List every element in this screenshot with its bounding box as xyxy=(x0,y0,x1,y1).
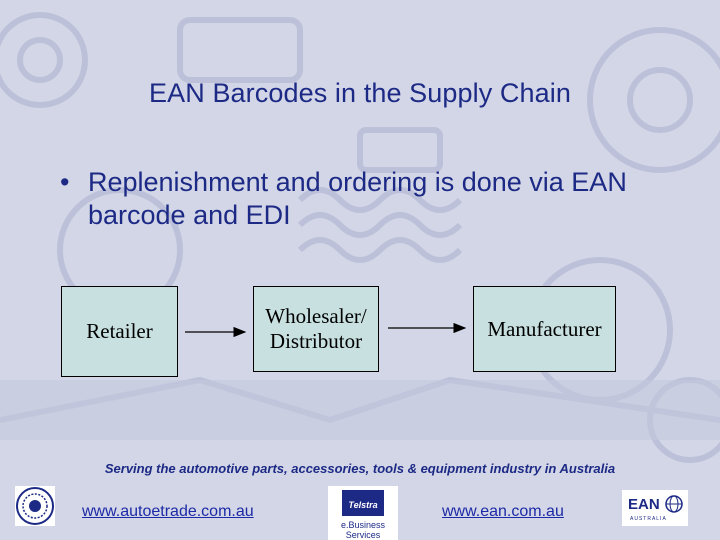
manufacturer-label: Manufacturer xyxy=(487,316,602,341)
ean-globe-icon xyxy=(665,495,683,513)
ean-link[interactable]: www.ean.com.au xyxy=(442,503,564,520)
manufacturer-box: Manufacturer xyxy=(473,286,616,372)
ean-logo-text: EAN xyxy=(628,496,660,513)
autoetrade-link[interactable]: www.autoetrade.com.au xyxy=(82,503,254,520)
retailer-label: Retailer xyxy=(86,319,153,343)
wholesaler-label: Wholesaler/ Distributor xyxy=(265,304,367,353)
retailer-box: Retailer xyxy=(61,286,178,377)
bullet-dot: • xyxy=(60,167,70,197)
telstra-subtitle: e.Business Services xyxy=(340,520,386,540)
ean-logo-subtitle: AUSTRALIA xyxy=(630,516,667,522)
telstra-logo-text: Telstra xyxy=(348,500,377,510)
telstra-logo: Telstra e.Business Services xyxy=(328,486,398,540)
bullet-text: Replenishment and ordering is done via E… xyxy=(88,167,627,230)
ean-australia-logo: EAN AUSTRALIA xyxy=(622,490,688,526)
footer-tagline: Serving the automotive parts, accessorie… xyxy=(104,461,616,476)
autoetrade-seal-logo xyxy=(15,486,55,526)
wholesaler-box: Wholesaler/ Distributor xyxy=(253,286,379,372)
slide-title: EAN Barcodes in the Supply Chain xyxy=(149,78,571,108)
